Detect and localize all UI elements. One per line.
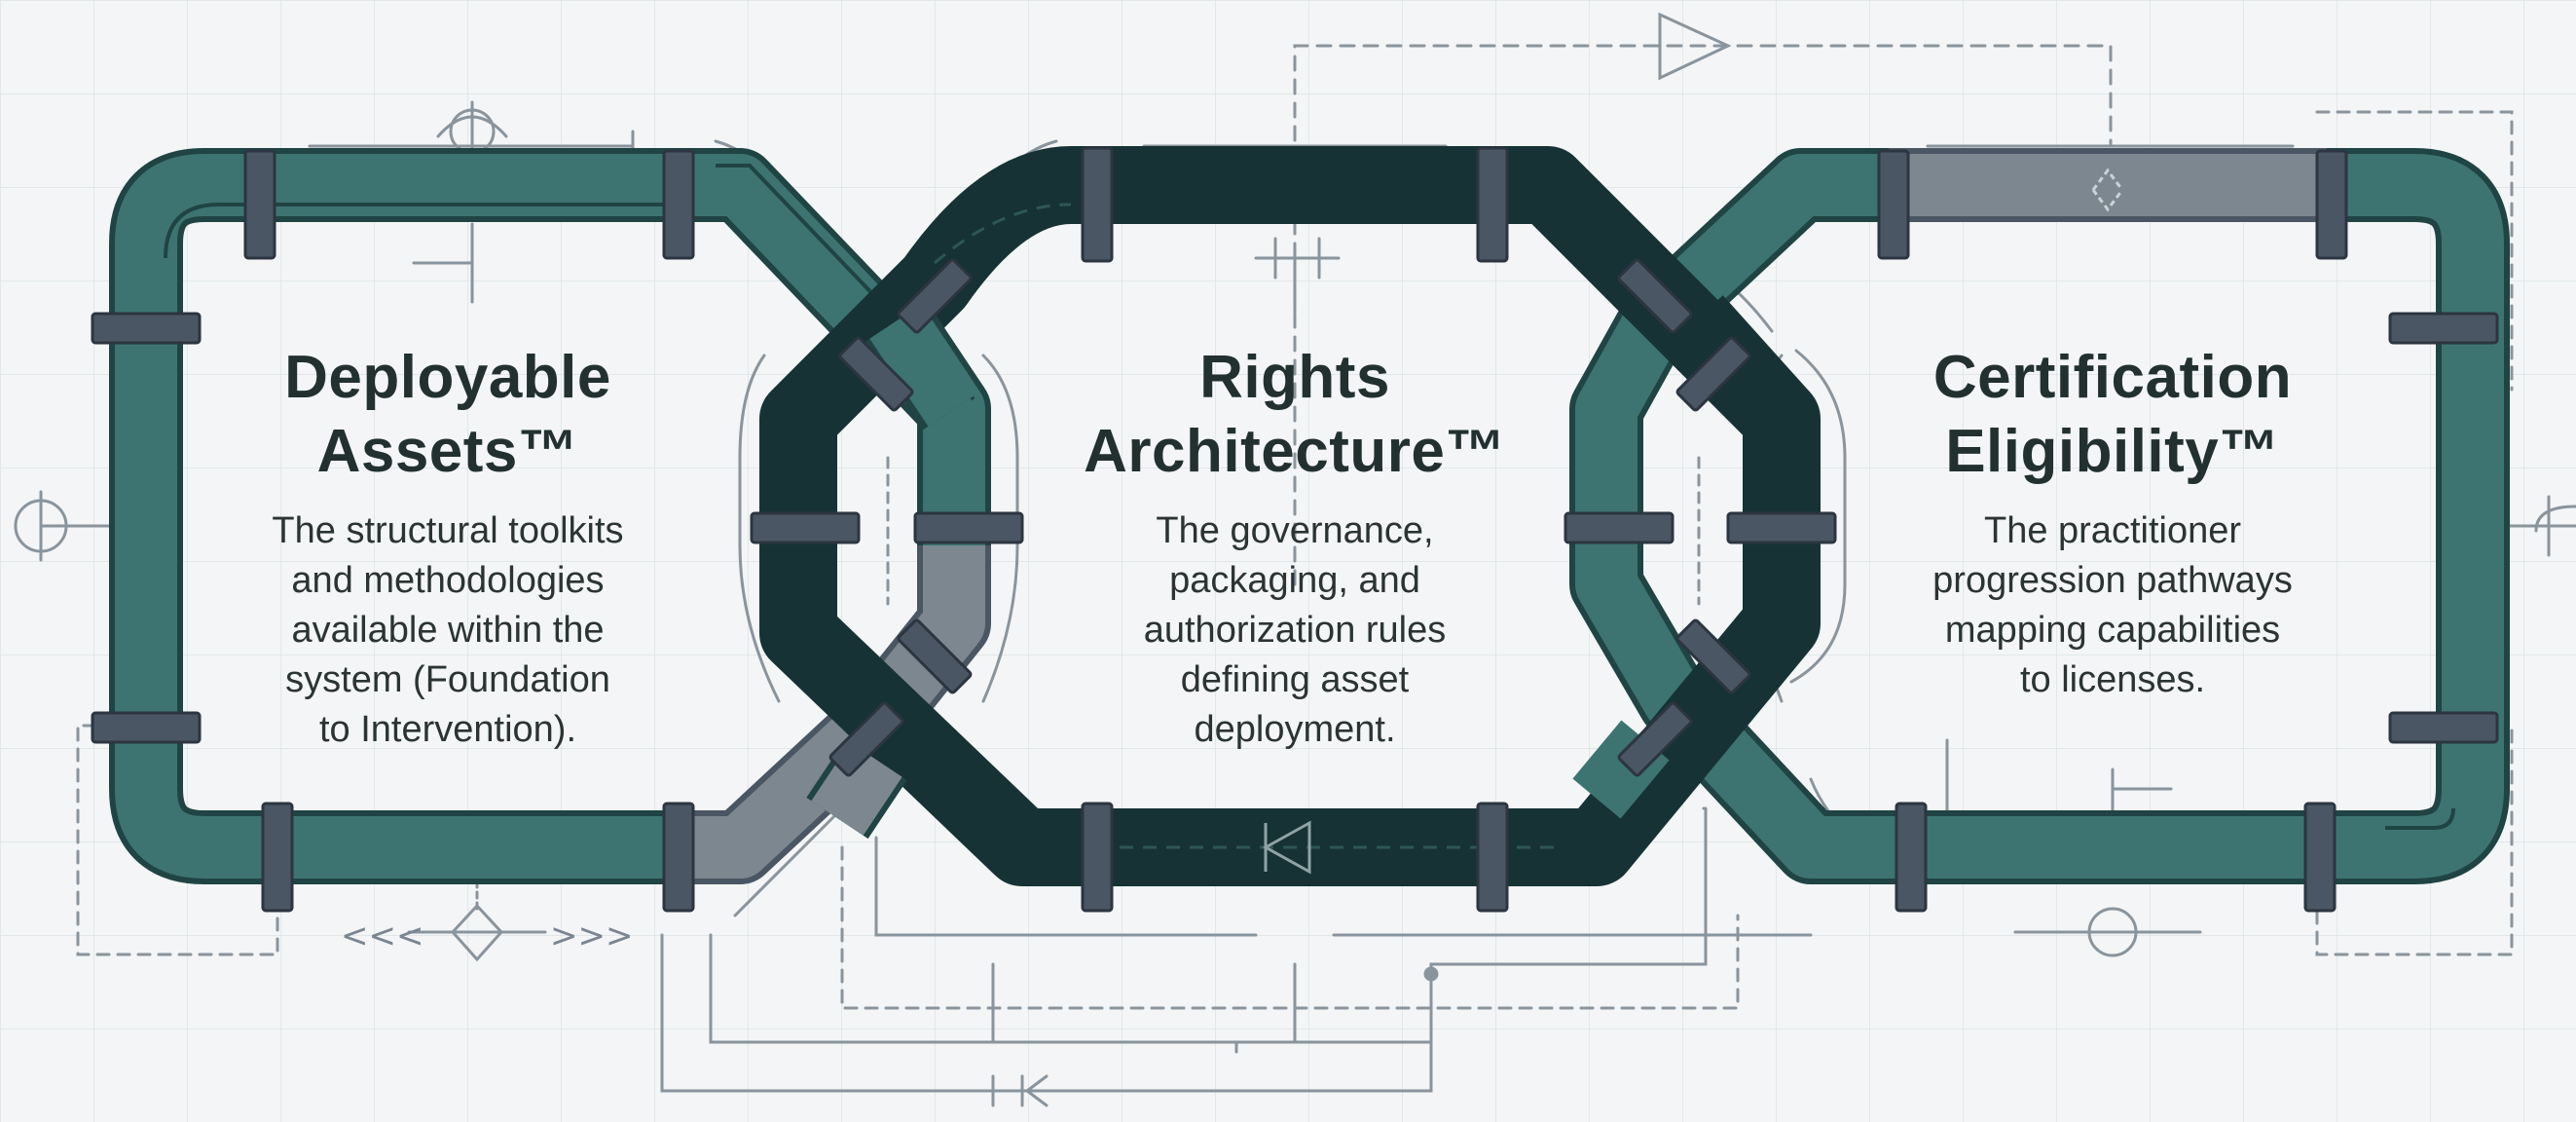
card-title: Deployable Assets™ [214, 341, 681, 489]
title-line-2: Eligibility™ [1945, 418, 2280, 485]
desc-line: authorization rules [1143, 610, 1447, 651]
desc-line: progression pathways [1932, 560, 2293, 601]
desc-line: and methodologies [291, 560, 605, 601]
desc-line: deployment. [1194, 709, 1396, 750]
card-title: Rights Architecture™ [1051, 341, 1538, 489]
card-title: Certification Eligibility™ [1869, 341, 2356, 489]
card-description: The governance, packaging, and authoriza… [1051, 506, 1538, 755]
inline-valves [1262, 168, 2124, 875]
desc-line: The governance, [1156, 510, 1434, 551]
desc-line: to Intervention). [318, 709, 577, 750]
desc-line: defining asset [1180, 659, 1410, 700]
flanges [91, 146, 2499, 913]
card-deployable-assets: Deployable Assets™ The structural toolki… [214, 341, 681, 755]
card-description: The structural toolkits and methodologie… [214, 506, 681, 755]
desc-line: packaging, and [1169, 560, 1420, 601]
chevrons-right: >>> [550, 916, 633, 955]
desc-line: mapping capabilities [1944, 610, 2281, 651]
desc-line: The practitioner [1983, 510, 2241, 551]
card-certification-eligibility: Certification Eligibility™ The practitio… [1869, 341, 2356, 705]
desc-line: to licenses. [2019, 659, 2206, 700]
title-line-1: Rights [1199, 344, 1390, 411]
chevrons-left: <<< [341, 916, 423, 955]
card-rights-architecture: Rights Architecture™ The governance, pac… [1051, 341, 1538, 755]
desc-line: available within the [291, 610, 605, 651]
title-line-1: Deployable [284, 344, 611, 411]
title-line-2: Architecture™ [1084, 418, 1506, 485]
card-description: The practitioner progression pathways ma… [1869, 506, 2356, 705]
title-line-2: Assets™ [316, 418, 579, 485]
desc-line: The structural toolkits [272, 510, 624, 551]
desc-line: system (Foundation [285, 659, 610, 700]
pipes [109, 146, 2510, 886]
center-loop-pipe [759, 146, 1821, 886]
title-line-1: Certification [1932, 344, 2293, 411]
